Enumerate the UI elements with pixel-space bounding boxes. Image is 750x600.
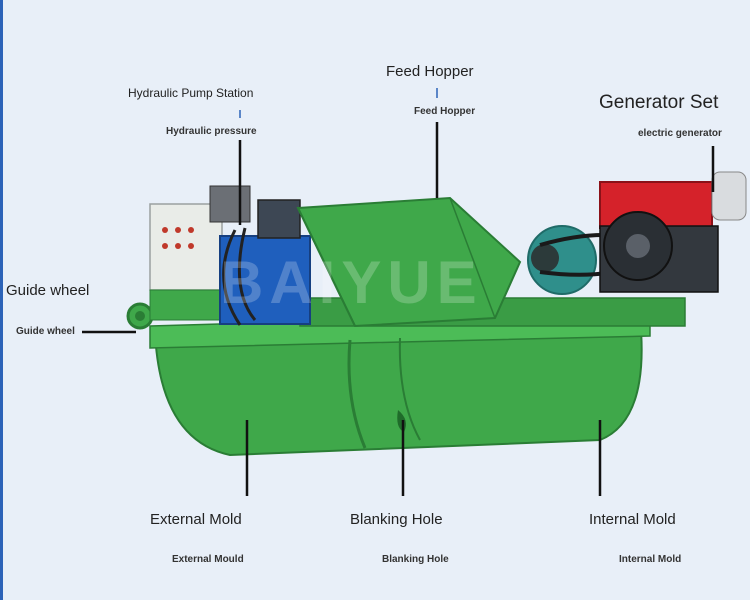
label-hydraulic-pump-station: Hydraulic Pump Station <box>128 86 253 100</box>
label-feed-hopper: Feed Hopper <box>386 63 474 80</box>
label-external-mould-sub: External Mould <box>172 554 244 565</box>
label-external-mold: External Mold <box>150 511 242 528</box>
label-blanking-hole-sub: Blanking Hole <box>382 554 449 565</box>
label-feed-hopper-sub: Feed Hopper <box>414 106 475 117</box>
label-guide-wheel: Guide wheel <box>6 282 89 299</box>
label-electric-generator: electric generator <box>638 128 722 139</box>
label-internal-mold: Internal Mold <box>589 511 676 528</box>
label-internal-mold-sub: Internal Mold <box>619 554 681 565</box>
label-blanking-hole: Blanking Hole <box>350 511 443 528</box>
label-generator-set: Generator Set <box>599 92 718 114</box>
label-hydraulic-pressure: Hydraulic pressure <box>166 126 257 137</box>
label-guide-wheel-sub: Guide wheel <box>16 326 75 337</box>
